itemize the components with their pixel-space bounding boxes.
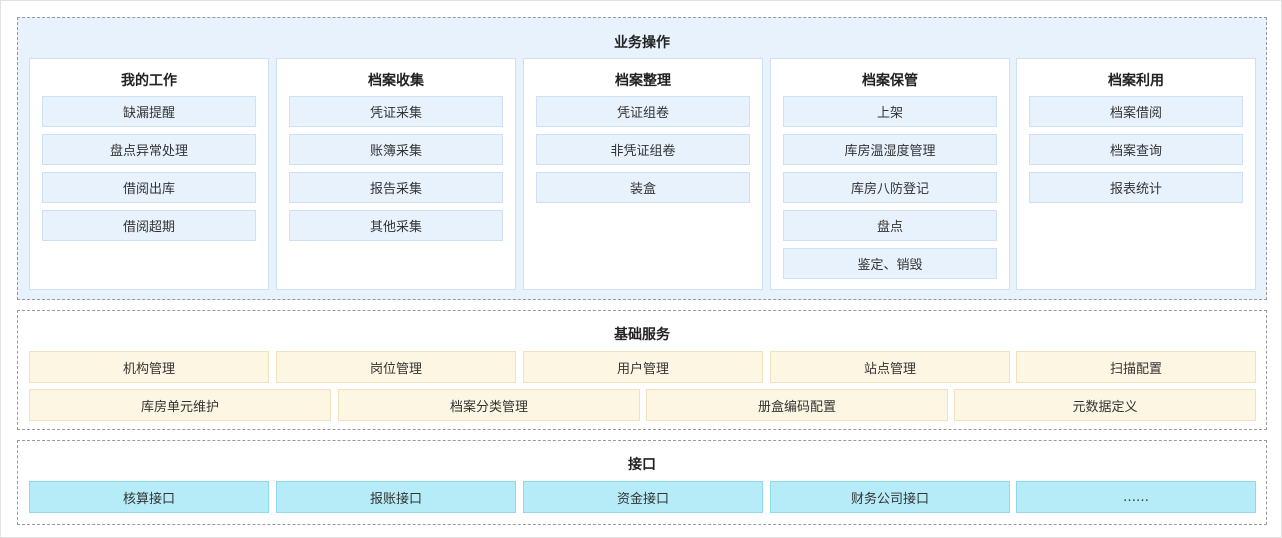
module-item: 借阅超期: [42, 210, 256, 241]
service-item: 岗位管理: [276, 351, 516, 383]
module-item: 鉴定、销毁: [783, 248, 997, 279]
service-item: 库房单元维护: [29, 389, 331, 421]
service-item: 扫描配置: [1016, 351, 1256, 383]
service-item: 机构管理: [29, 351, 269, 383]
column-title: 我的工作: [121, 73, 177, 89]
column-archive-custody: 档案保管 上架 库房温湿度管理 库房八防登记 盘点 鉴定、销毁: [770, 58, 1010, 290]
module-item: 档案借阅: [1029, 96, 1243, 127]
column-title: 档案整理: [615, 73, 671, 89]
column-archive-organizing: 档案整理 凭证组卷 非凭证组卷 装盒: [523, 58, 763, 290]
module-item: 缺漏提醒: [42, 96, 256, 127]
module-item: 装盒: [536, 172, 750, 203]
module-item: 报表统计: [1029, 172, 1243, 203]
interfaces-layer: 接口 核算接口 报账接口 资金接口 财务公司接口 ……: [17, 440, 1267, 525]
column-archive-usage: 档案利用 档案借阅 档案查询 报表统计: [1016, 58, 1256, 290]
interface-item: 财务公司接口: [770, 481, 1010, 513]
service-item: 用户管理: [523, 351, 763, 383]
module-item: 凭证采集: [289, 96, 503, 127]
interface-item: ……: [1016, 481, 1256, 513]
column-title: 档案保管: [862, 73, 918, 89]
column-my-work: 我的工作 缺漏提醒 盘点异常处理 借阅出库 借阅超期: [29, 58, 269, 290]
module-item: 盘点异常处理: [42, 134, 256, 165]
interfaces-title: 接口: [628, 457, 656, 473]
module-item: 其他采集: [289, 210, 503, 241]
module-item: 账簿采集: [289, 134, 503, 165]
business-layer-title: 业务操作: [614, 35, 670, 51]
module-item: 报告采集: [289, 172, 503, 203]
service-item: 站点管理: [770, 351, 1010, 383]
module-item: 库房八防登记: [783, 172, 997, 203]
interface-item: 核算接口: [29, 481, 269, 513]
base-services-title: 基础服务: [614, 327, 670, 343]
module-item: 盘点: [783, 210, 997, 241]
service-item: 元数据定义: [954, 389, 1256, 421]
module-item: 凭证组卷: [536, 96, 750, 127]
module-item: 非凭证组卷: [536, 134, 750, 165]
column-title: 档案收集: [368, 73, 424, 89]
module-item: 库房温湿度管理: [783, 134, 997, 165]
module-item: 上架: [783, 96, 997, 127]
column-archive-collection: 档案收集 凭证采集 账簿采集 报告采集 其他采集: [276, 58, 516, 290]
base-services-layer: 基础服务 机构管理 岗位管理 用户管理 站点管理 扫描配置 库房单元维护 档案分…: [17, 310, 1267, 430]
interface-item: 资金接口: [523, 481, 763, 513]
module-item: 档案查询: [1029, 134, 1243, 165]
module-item: 借阅出库: [42, 172, 256, 203]
service-item: 档案分类管理: [338, 389, 640, 421]
business-layer: 业务操作 我的工作 缺漏提醒 盘点异常处理 借阅出库 借阅超期 档案收集 凭证采…: [17, 17, 1267, 300]
column-title: 档案利用: [1108, 73, 1164, 89]
service-item: 册盒编码配置: [646, 389, 948, 421]
interface-item: 报账接口: [276, 481, 516, 513]
